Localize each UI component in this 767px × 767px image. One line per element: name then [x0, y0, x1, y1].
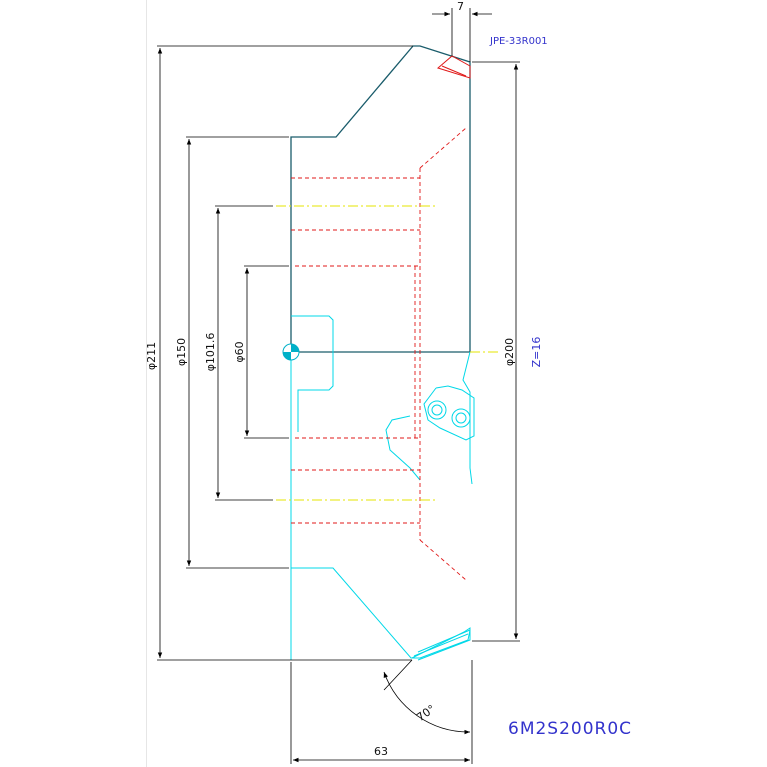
dim-d101-6: φ101.6	[204, 333, 217, 372]
hidden-lines	[291, 127, 467, 581]
dim-top-width: 7	[457, 0, 464, 13]
center-lines	[276, 205, 500, 501]
paper-edge-line	[146, 0, 147, 767]
teeth-count-label: Z=16	[530, 337, 543, 368]
dim-d211: φ211	[145, 342, 158, 370]
part-number-label: 6M2S200R0C	[508, 719, 632, 739]
part-code-label: JPE-33R001	[489, 36, 548, 47]
top-insert	[436, 55, 471, 79]
body-outline-lower	[290, 315, 475, 661]
body-outline-upper	[290, 45, 471, 353]
dim-d150: φ150	[175, 338, 188, 366]
dim-d60: φ60	[233, 341, 246, 362]
dimension-lines	[157, 8, 520, 764]
dim-angle: 70°	[414, 702, 437, 724]
dim-width-63: 63	[374, 745, 388, 758]
center-mark-icon	[282, 343, 300, 361]
sheet-margin	[0, 0, 146, 767]
dim-d200: φ200	[503, 338, 516, 366]
